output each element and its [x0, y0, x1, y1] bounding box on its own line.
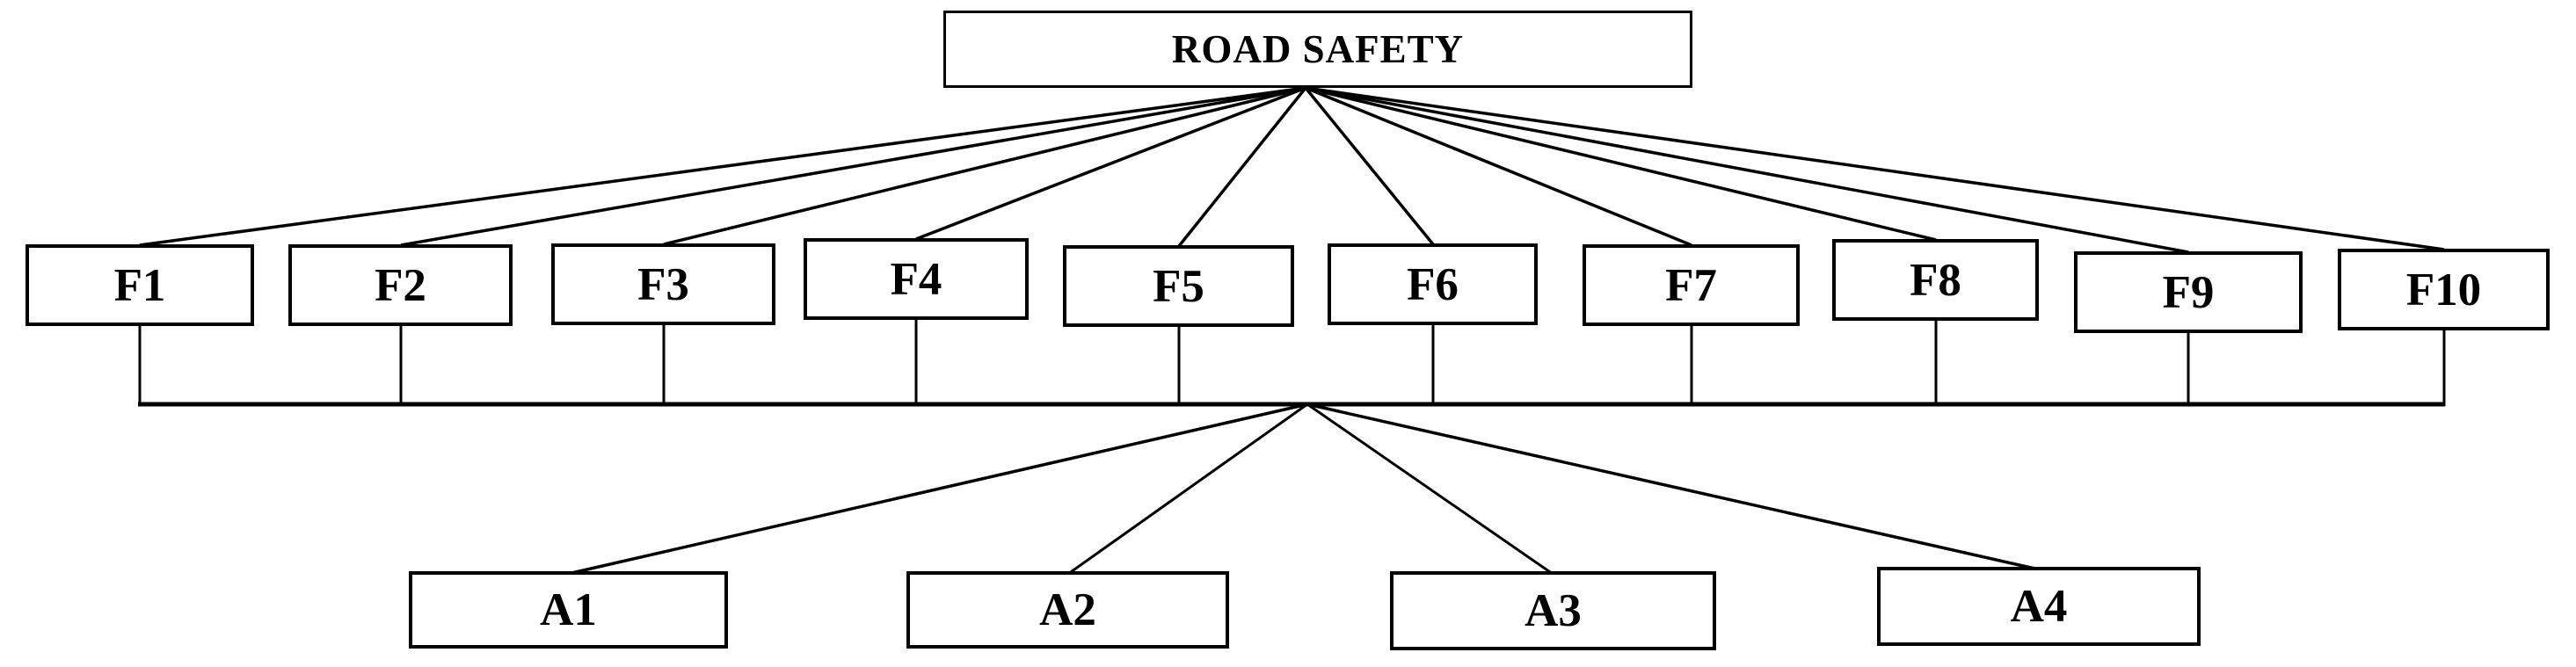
edge-bus-a1	[567, 402, 1308, 576]
node-a1: A1	[409, 571, 728, 649]
edge-bus-a3	[1306, 402, 1554, 576]
edge-root-f3	[663, 86, 1306, 246]
node-f6: F6	[1328, 243, 1538, 325]
edge-root-f6	[1304, 86, 1435, 246]
node-f2-label: F2	[375, 259, 426, 311]
edge-root-f10	[1305, 86, 2445, 251]
edge-root-f7	[1305, 86, 1692, 247]
node-a3-label: A3	[1524, 585, 1582, 636]
factor-to-bus-edges	[138, 318, 2446, 406]
node-f6-label: F6	[1407, 258, 1459, 310]
node-f8-label: F8	[1910, 254, 1961, 306]
node-a3: A3	[1390, 571, 1716, 650]
node-road-safety-label: ROAD SAFETY	[1171, 27, 1465, 71]
node-a2: A2	[906, 571, 1229, 649]
node-f5: F5	[1063, 245, 1294, 327]
node-f9: F9	[2074, 251, 2303, 333]
node-a2-label: A2	[1039, 584, 1096, 635]
node-f3-label: F3	[637, 258, 689, 310]
node-f5-label: F5	[1153, 260, 1204, 312]
edge-root-f1	[139, 86, 1306, 247]
node-f3: F3	[551, 243, 775, 325]
node-f10-label: F10	[2405, 264, 2482, 315]
edge-bus-a2	[1067, 402, 1308, 576]
edge-root-f2	[400, 86, 1306, 247]
node-f1-label: F1	[113, 259, 166, 311]
edge-root-f8	[1305, 86, 1937, 242]
node-f2: F2	[288, 244, 513, 326]
edge-root-f5	[1177, 86, 1307, 248]
node-f4: F4	[804, 238, 1029, 320]
edge-bus-a4	[1306, 402, 2040, 571]
node-f4-label: F4	[890, 253, 942, 305]
root-to-factor-edges	[139, 86, 2445, 254]
node-f7-label: F7	[1665, 259, 1717, 311]
node-a1-label: A1	[540, 584, 597, 635]
edge-root-f4	[915, 86, 1306, 241]
node-f8: F8	[1832, 239, 2039, 321]
node-road-safety: ROAD SAFETY	[943, 11, 1692, 88]
bus-to-alternative-edges	[567, 402, 2040, 576]
node-a4-label: A4	[2010, 581, 2068, 632]
node-a4: A4	[1877, 567, 2201, 646]
node-f9-label: F9	[2162, 266, 2215, 318]
node-f1: F1	[25, 244, 254, 326]
node-f10: F10	[2338, 249, 2550, 330]
edge-root-f9	[1305, 86, 2189, 254]
node-f7: F7	[1583, 244, 1800, 326]
